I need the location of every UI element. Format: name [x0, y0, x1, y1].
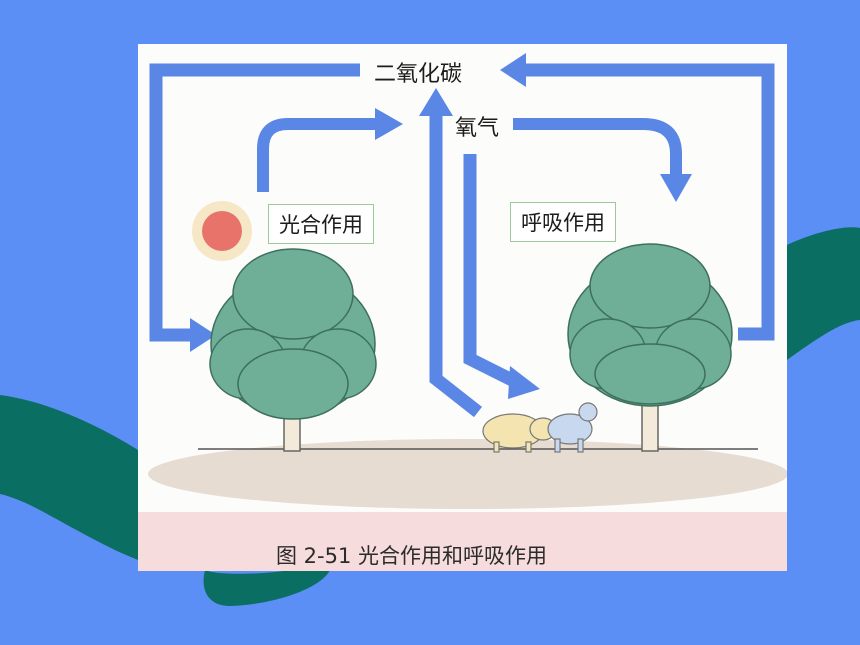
diagram-figure: 二氧化碳 氧气 光合作用 呼吸作用 图 2-51 光合作用和呼吸作用	[138, 44, 787, 571]
decoration-blob-bottom	[203, 570, 330, 606]
photosynthesis-arrow-head	[375, 108, 403, 140]
photosynthesis-label: 光合作用	[268, 204, 374, 244]
co2-arrow-left-head	[190, 318, 216, 352]
decoration-band-right	[787, 227, 860, 360]
co2-arrow-left-path	[149, 63, 360, 342]
diagram-drawing	[148, 53, 787, 509]
co2-arrow-right-head	[500, 53, 526, 87]
oxygen-label: 氧气	[455, 116, 500, 141]
oxygen-animal-arrow-path	[463, 154, 519, 388]
oxygen-animal-arrow-head	[508, 366, 540, 399]
cow	[547, 402, 598, 453]
ground-shadow	[148, 439, 787, 509]
oxygen-tree-arrow-path	[513, 118, 682, 174]
caption-text: 图 2-51 光合作用和呼吸作用	[276, 544, 548, 568]
left-tree-crown	[209, 248, 377, 420]
right-tree-crown	[567, 243, 733, 407]
photosynthesis-arrow-path	[257, 118, 378, 192]
animal-co2-arrow-head	[419, 88, 453, 116]
decoration-band-left	[0, 395, 138, 560]
co2-label: 二氧化碳	[374, 62, 463, 87]
pig	[482, 413, 557, 453]
sun	[202, 211, 242, 251]
caption-band	[138, 512, 787, 571]
respiration-label: 呼吸作用	[510, 202, 616, 242]
oxygen-tree-arrow-head	[660, 174, 692, 202]
animal-co2-arrow-path	[429, 114, 483, 418]
co2-arrow-right-path	[523, 63, 775, 341]
